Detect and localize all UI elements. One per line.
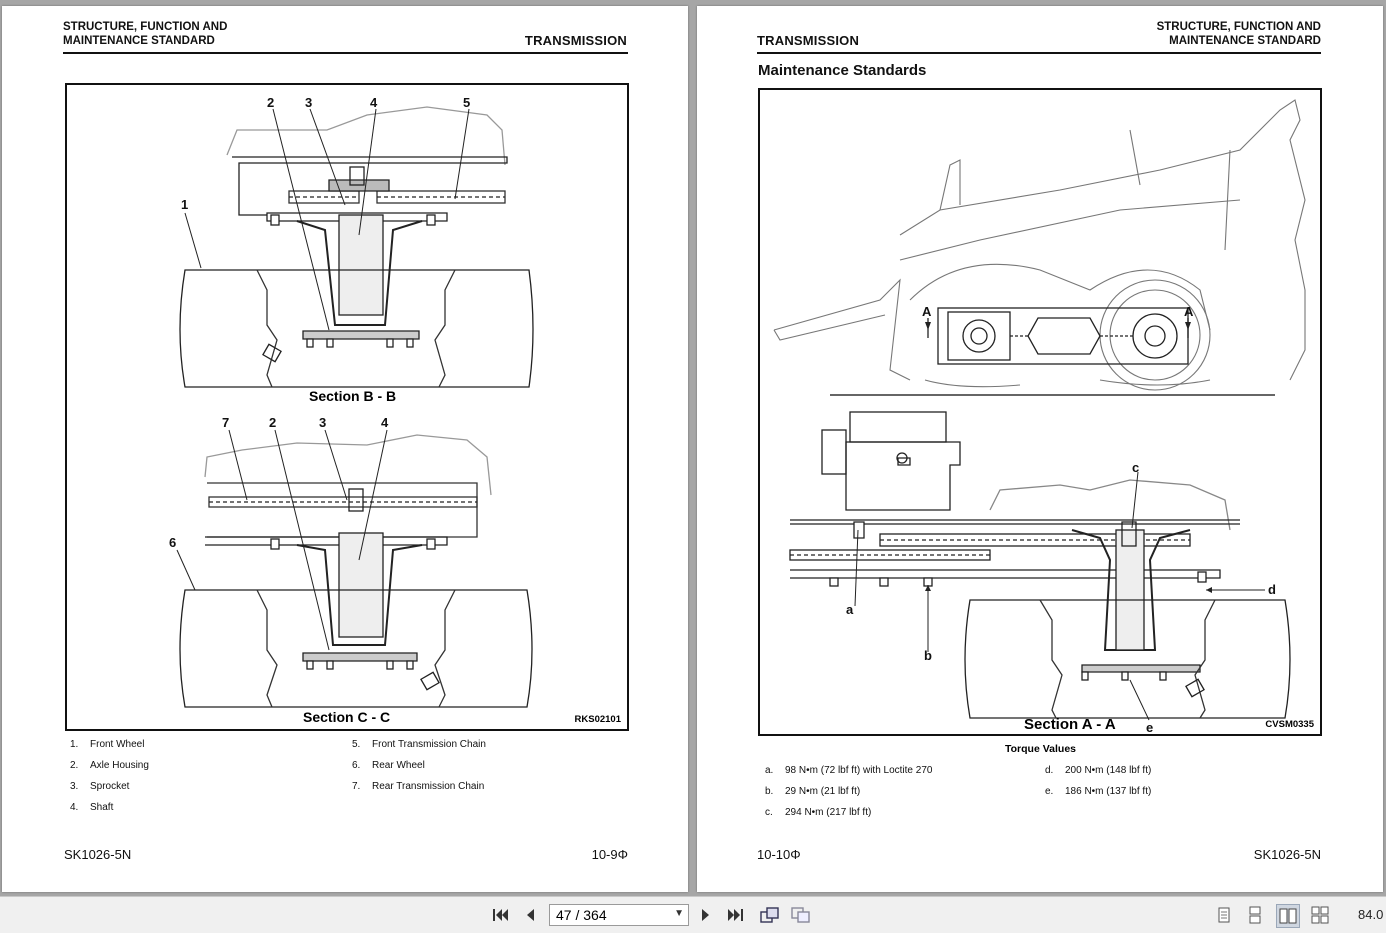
left-page-header-left: STRUCTURE, FUNCTION AND MAINTENANCE STAN… [63,20,227,48]
section-b-label: Section B - B [309,388,397,404]
callout-2b: 2 [269,415,276,430]
continuous-icon [1249,906,1261,924]
next-page-button[interactable] [695,904,717,926]
prev-page-button[interactable] [519,904,541,926]
footer-model: SK1026-5N [64,847,132,862]
left-page: STRUCTURE, FUNCTION AND MAINTENANCE STAN… [2,6,688,892]
callout-3b: 3 [319,415,326,430]
legend-item: 3.Sprocket [70,781,130,792]
two-page-continuous-view-button[interactable] [1309,904,1331,926]
legend-item: 5.Front Transmission Chain [352,739,486,750]
header-line-2: MAINTENANCE STANDARD [1169,35,1321,47]
callout-1: 1 [181,197,188,212]
first-page-icon [493,909,508,921]
callout-4: 4 [370,95,378,110]
header-line-2: MAINTENANCE STANDARD [63,35,215,47]
two-page-icon [1279,908,1297,924]
rotate-icon [760,907,779,923]
callout-d: d [1268,582,1276,597]
torque-item-b: b.29 N•m (21 lbf ft) [765,786,861,797]
two-page-view-button[interactable] [1276,904,1300,928]
right-page-header-right: STRUCTURE, FUNCTION AND MAINTENANCE STAN… [1157,20,1321,48]
callout-b: b [924,648,932,663]
right-page-header-left: TRANSMISSION [757,33,860,48]
section-marker-left: A [922,304,932,319]
maintenance-figure: A A a b c d e Section A - A CVSM0335 [758,88,1322,736]
last-page-button[interactable] [725,904,747,926]
torque-values-list: a.98 N•m (72 lbf ft) with Loctite 270 b.… [765,765,1325,835]
extract-icon [791,907,810,923]
transmission-section-drawing: 1 2 3 4 5 7 2 3 4 6 [169,95,534,708]
page-indicator: 47 / 364 [556,907,607,923]
zoom-level[interactable]: 84.0 [1358,907,1384,922]
section-c-label: Section C - C [303,709,391,725]
figure-code: CVSM0335 [1265,719,1314,730]
parts-legend: 1.Front Wheel 2.Axle Housing 3.Sprocket … [70,739,630,819]
callout-6: 6 [169,535,176,550]
first-page-button[interactable] [489,904,511,926]
torque-item-e: e.186 N•m (137 lbf ft) [1045,786,1152,797]
torque-item-a: a.98 N•m (72 lbf ft) with Loctite 270 [765,765,933,776]
footer-page-number: 10-10Φ [757,847,801,862]
callout-c: c [1132,460,1139,475]
legend-item: 1.Front Wheel [70,739,145,750]
callout-4b: 4 [381,415,389,430]
rotate-button[interactable] [759,904,781,926]
section-subtitle: Maintenance Standards [758,62,927,79]
callout-2: 2 [267,95,274,110]
legend-item: 7.Rear Transmission Chain [352,781,485,792]
section-a-label: Section A - A [1024,716,1116,733]
two-page-continuous-icon [1311,906,1329,924]
transmission-section-figure: 1 2 3 4 5 7 2 3 4 6 Section B - B Sectio… [65,83,629,731]
chevron-down-icon[interactable]: ▼ [674,908,684,919]
continuous-view-button[interactable] [1244,904,1266,926]
single-page-view-button[interactable] [1213,904,1235,926]
legend-item: 6.Rear Wheel [352,760,425,771]
page-number-input[interactable]: 47 / 364 ▼ [549,904,689,926]
figure-code: RKS02101 [574,714,621,725]
header-rule [757,52,1321,54]
section-marker-right: A [1184,304,1194,319]
single-page-icon [1218,907,1230,923]
torque-item-d: d.200 N•m (148 lbf ft) [1045,765,1152,776]
torque-values-title: Torque Values [1005,743,1076,755]
header-rule [63,52,628,54]
callout-7: 7 [222,415,229,430]
legend-item: 4.Shaft [70,802,114,813]
right-page: TRANSMISSION STRUCTURE, FUNCTION AND MAI… [697,6,1383,892]
footer-page-number: 10-9Φ [591,847,628,862]
loader-section-drawing: A A a b c d e [773,99,1306,734]
viewer-toolbar: 47 / 364 ▼ 84.0 [0,896,1386,933]
prev-page-icon [527,909,534,921]
header-line-1: STRUCTURE, FUNCTION AND [1156,21,1321,33]
callout-5: 5 [463,95,470,110]
callout-a: a [846,602,854,617]
extract-button[interactable] [790,904,812,926]
header-line-1: STRUCTURE, FUNCTION AND [63,21,228,33]
callout-3: 3 [305,95,312,110]
footer-model: SK1026-5N [1253,847,1321,862]
torque-item-c: c.294 N•m (217 lbf ft) [765,807,872,818]
document-viewport[interactable]: STRUCTURE, FUNCTION AND MAINTENANCE STAN… [0,0,1386,896]
left-page-header-right: TRANSMISSION [524,33,627,48]
last-page-icon [728,909,743,921]
next-page-icon [702,909,709,921]
callout-e: e [1146,720,1153,734]
legend-item: 2.Axle Housing [70,760,149,771]
